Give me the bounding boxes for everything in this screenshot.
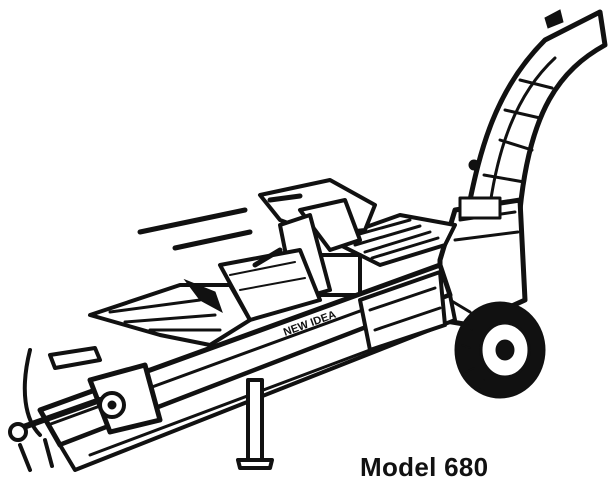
gearbox	[87, 362, 163, 435]
jack-stand	[236, 378, 274, 470]
model-caption: Model 680	[360, 452, 489, 482]
feed-table	[328, 213, 457, 267]
wheel	[454, 301, 546, 399]
discharge-spout	[465, 9, 608, 213]
hitch-tongue	[8, 346, 103, 472]
side-panel	[358, 270, 447, 352]
spout-crank-icon	[468, 159, 480, 171]
row-crop-snout	[88, 248, 322, 347]
guide-rods	[137, 193, 303, 268]
